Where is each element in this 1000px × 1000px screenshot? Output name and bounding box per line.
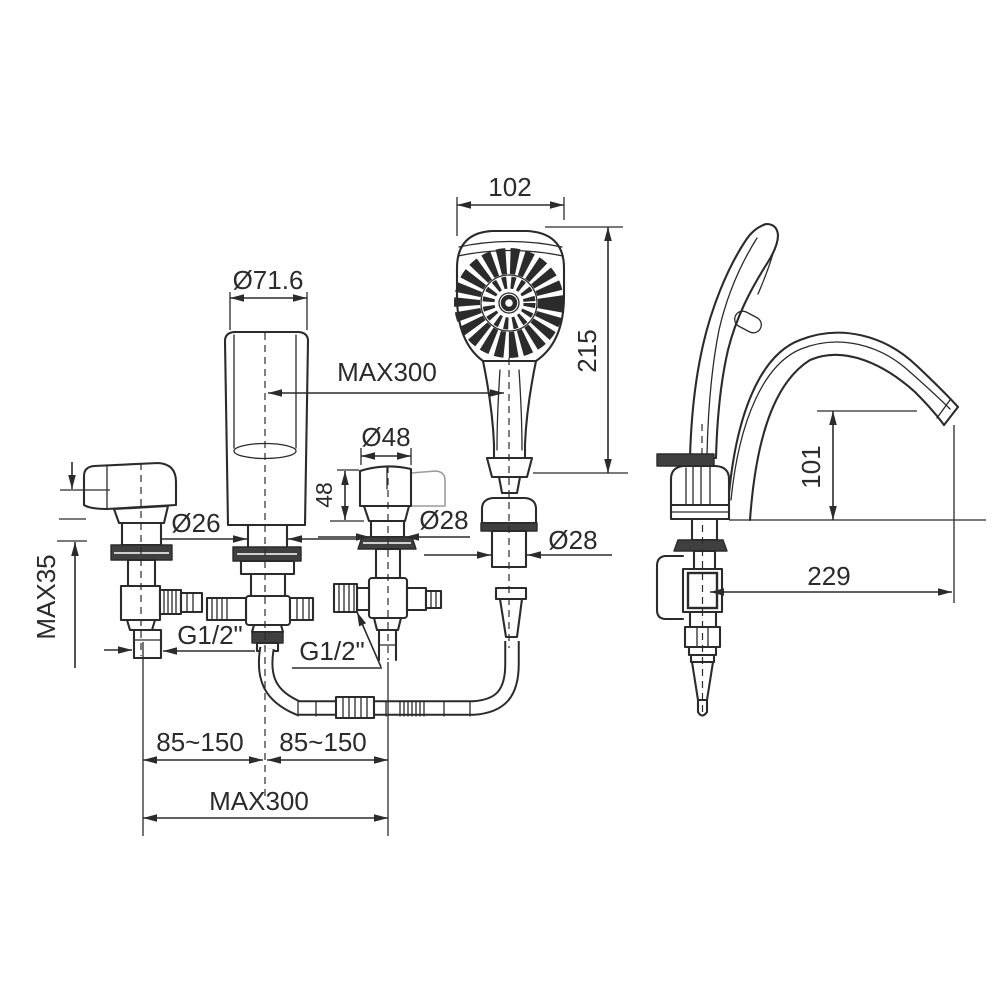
- dim-text-d28-handle: Ø28: [419, 505, 468, 535]
- shower-handle: [481, 359, 496, 460]
- spout-side: [726, 331, 960, 522]
- dim-spout-height: 101: [796, 410, 917, 520]
- dim-text-215: 215: [572, 329, 602, 372]
- hand-shower-side: [688, 222, 780, 460]
- dim-shower-head-width: 102: [456, 172, 565, 236]
- dim-max-reach: MAX300: [268, 357, 504, 397]
- dim-handle-base-diameter: Ø28: [318, 505, 470, 541]
- dim-text-101: 101: [796, 445, 826, 488]
- dim-handle-height: 48: [311, 469, 364, 522]
- dim-spout-reach: 229: [710, 425, 955, 603]
- mounting-bracket: [655, 554, 685, 621]
- dim-thread-left: G1/2": [104, 620, 255, 655]
- dim-hole-spans: 85~150 85~150 MAX300: [142, 642, 389, 836]
- center-lines: [140, 333, 510, 798]
- dim-text-g12-right: G1/2": [299, 636, 365, 666]
- dim-text-max300-top: MAX300: [337, 357, 437, 387]
- right-handle-knob: [358, 465, 413, 508]
- hand-shower-front: [454, 229, 566, 495]
- hose-thread-nut: [332, 582, 359, 614]
- left-valve-side-port: [158, 588, 183, 616]
- spray-face: [454, 248, 564, 358]
- dim-spout-base-diameter: Ø26: [161, 508, 356, 543]
- dim-handle-diameter: Ø48: [360, 422, 412, 465]
- dim-text-229: 229: [807, 561, 850, 591]
- right-handle-ghost-outline: [410, 470, 446, 507]
- dim-text-g12-left: G1/2": [177, 620, 243, 650]
- dim-text-d28-holder: Ø28: [548, 525, 597, 555]
- right-valve-handle: [332, 465, 446, 662]
- left-valve-inlet-stub: [132, 628, 163, 660]
- dim-text-span-left: 85~150: [156, 727, 243, 757]
- shower-mode-button: [734, 310, 762, 334]
- dim-max-deck-thickness: MAX35: [31, 462, 110, 668]
- holder-cap: [480, 496, 538, 525]
- dim-text-d48: Ø48: [361, 422, 410, 452]
- dim-thread-right: G1/2": [292, 611, 382, 669]
- side-view: 101 229: [655, 222, 986, 717]
- hose-cone-connector: [498, 597, 524, 639]
- dim-text-span-right: 85~150: [279, 727, 366, 757]
- dim-holder-diameter: Ø28: [424, 525, 612, 559]
- dim-text-102: 102: [488, 172, 531, 202]
- front-view: 102 215 Ø71.6 MAX300 Ø48: [31, 172, 628, 836]
- dim-text-d26: Ø26: [171, 508, 220, 538]
- shower-hose: [257, 641, 520, 720]
- dim-text-max35: MAX35: [31, 554, 61, 639]
- spout-hose-nut: [251, 631, 284, 644]
- holder-socket: [490, 529, 528, 569]
- left-handle-lever: [82, 461, 178, 511]
- shower-holder-side: [655, 453, 986, 717]
- spout-tee-right-port: [288, 596, 315, 622]
- dim-text-48: 48: [311, 482, 337, 508]
- dim-text-max300-bottom: MAX300: [209, 786, 309, 816]
- dim-text-d71: Ø71.6: [233, 265, 304, 295]
- dim-shower-length: 215: [533, 226, 628, 474]
- spout-front: [205, 330, 315, 653]
- holder-arm-plate: [656, 453, 715, 467]
- dim-spout-diameter: Ø71.6: [229, 265, 308, 330]
